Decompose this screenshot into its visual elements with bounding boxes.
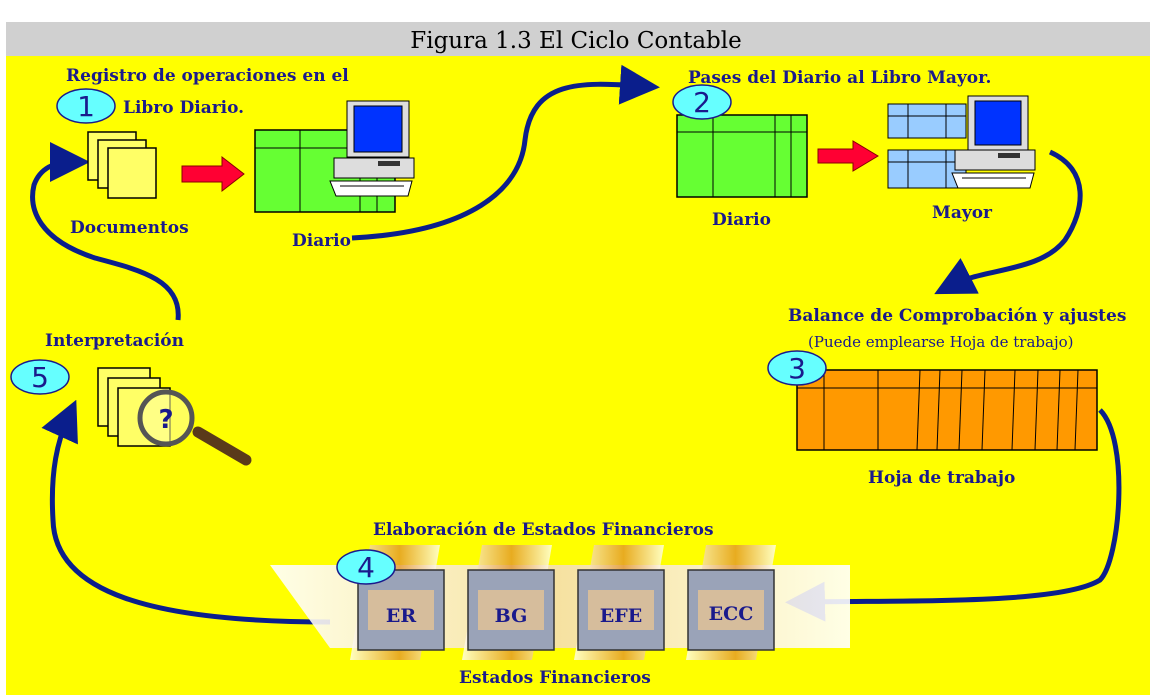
step-1-title-line2: Libro Diario. <box>123 98 245 118</box>
statement-ecc-label: ECC <box>709 603 754 625</box>
statement-bg-label: BG <box>495 605 528 627</box>
step-3-badge: 3 <box>767 350 827 386</box>
documents-stack-icon <box>87 131 157 199</box>
cycle-arrow-1-2 <box>351 64 660 241</box>
statement-card-er <box>357 569 445 651</box>
worksheet-label: Hoja de trabajo <box>868 468 1016 488</box>
question-mark: ? <box>158 405 173 435</box>
step-2-title: Pases del Diario al Libro Mayor. <box>688 68 992 88</box>
cycle-arrow-5-1 <box>30 142 181 321</box>
cycle-arrow-2-3 <box>934 149 1083 295</box>
cycle-arrow-3-4 <box>785 408 1122 622</box>
svg-text:5: 5 <box>31 361 49 394</box>
ledger-diario-step2-icon <box>676 114 808 198</box>
svg-text:3: 3 <box>788 352 806 385</box>
step-5-badge: 5 <box>10 359 70 395</box>
step-3-title: Balance de Comprobación y ajustes <box>788 306 1127 326</box>
figure-title: Figura 1.3 El Ciclo Contable <box>410 28 742 54</box>
computer-icon-step2 <box>951 95 1036 189</box>
red-arrow-step1 <box>181 155 245 193</box>
step-1-title-line1: Registro de operaciones en el <box>66 66 349 86</box>
step-2-badge: 2 <box>672 84 732 120</box>
statement-efe-label: EFE <box>600 605 642 627</box>
step-4-title: Elaboración de Estados Financieros <box>373 520 714 540</box>
step-1-badge: 1 <box>56 88 116 124</box>
mayor-label: Mayor <box>932 203 993 223</box>
diario-label-step1: Diario <box>292 231 351 251</box>
step-3-subtitle: (Puede emplearse Hoja de trabajo) <box>808 333 1074 351</box>
svg-text:2: 2 <box>693 86 711 119</box>
diario-label-step2: Diario <box>712 210 771 230</box>
statement-card-ecc <box>687 569 775 651</box>
financial-statements-label: Estados Financieros <box>459 668 651 688</box>
worksheet-icon <box>796 369 1098 451</box>
documents-label: Documentos <box>70 218 189 238</box>
step-5-title: Interpretación <box>45 331 184 351</box>
magnifier-icon <box>137 389 252 466</box>
statement-card-bg <box>467 569 555 651</box>
statement-card-efe <box>577 569 665 651</box>
title-bar <box>6 22 1150 56</box>
cycle-arrow-4-5 <box>41 399 331 625</box>
svg-text:4: 4 <box>357 551 375 584</box>
ledger-mayor-icon <box>887 103 967 189</box>
red-arrow-step2 <box>817 140 879 172</box>
statement-er-label: ER <box>386 605 416 627</box>
svg-text:1: 1 <box>77 90 95 123</box>
computer-icon-step1 <box>329 100 415 197</box>
step-4-badge: 4 <box>336 549 396 585</box>
